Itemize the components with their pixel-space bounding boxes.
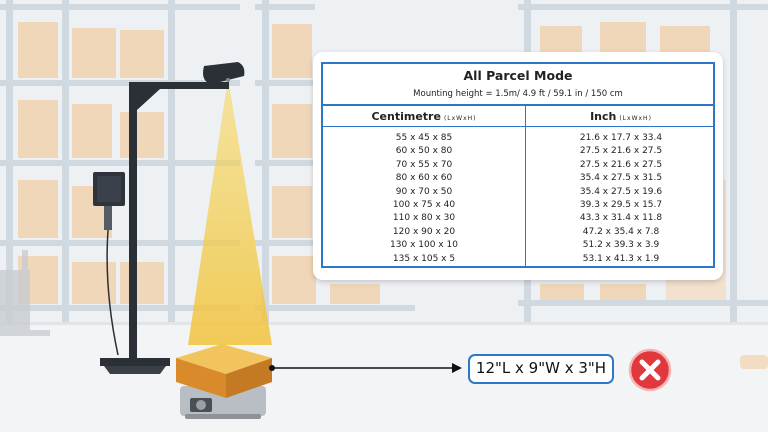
divider xyxy=(323,126,713,127)
table-cell-inch: 51.2 x 39.3 x 3.9 xyxy=(582,240,660,251)
arrow-pointer xyxy=(269,363,462,373)
table-cell-cm: 60 x 50 x 80 xyxy=(395,146,453,157)
table-cell-cm: 90 x 70 x 50 xyxy=(395,186,453,197)
inch-column: 21.6 x 17.7 x 33.4 27.5 x 21.6 x 27.5 27… xyxy=(527,132,715,266)
parcel-box xyxy=(176,344,272,398)
table-title: All Parcel Mode xyxy=(463,68,573,83)
column-header-dims: (LxWxH) xyxy=(619,115,652,122)
parcel-size-label: 12"L x 9"W x 3"H xyxy=(468,354,614,384)
table-cell-cm: 70 x 55 x 70 xyxy=(395,159,453,170)
centimetre-column: 55 x 45 x 85 60 x 50 x 80 70 x 55 x 70 8… xyxy=(323,132,525,266)
red-x-circle-icon xyxy=(628,348,672,392)
table-cell-cm: 135 x 105 x 5 xyxy=(392,253,456,264)
table-cell-inch: 35.4 x 27.5 x 31.5 xyxy=(579,173,663,184)
table-cell-inch: 21.6 x 17.7 x 33.4 xyxy=(579,133,663,143)
size-spec-table: All Parcel Mode Mounting height = 1.5m/ … xyxy=(321,62,715,268)
table-cell-inch: 27.5 x 21.6 x 27.5 xyxy=(579,159,663,170)
table-cell-cm: 130 x 100 x 10 xyxy=(390,240,458,251)
table-subtitle: Mounting height = 1.5m/ 4.9 ft / 59.1 in… xyxy=(413,89,623,99)
column-header-inch: Inch(LxWxH) xyxy=(527,110,715,123)
column-divider xyxy=(525,104,526,268)
table-cell-inch: 53.1 x 41.3 x 1.9 xyxy=(582,253,660,264)
column-header-dims: (LxWxH) xyxy=(443,115,477,122)
column-header-label: Centimetre xyxy=(371,110,441,123)
table-cell-inch: 47.2 x 35.4 x 7.8 xyxy=(582,226,660,237)
divider xyxy=(323,104,713,106)
table-cell-inch: 43.3 x 31.4 x 11.8 xyxy=(579,213,663,224)
column-header-centimetre: Centimetre(LxWxH) xyxy=(323,110,525,123)
column-header-label: Inch xyxy=(590,110,617,123)
scan-beam xyxy=(188,78,272,345)
table-cell-cm: 55 x 45 x 85 xyxy=(395,133,453,143)
table-cell-inch: 35.4 x 27.5 x 19.6 xyxy=(579,186,663,197)
table-cell-inch: 27.5 x 21.6 x 27.5 xyxy=(579,146,663,157)
dimensioner-stand xyxy=(93,62,245,374)
table-cell-cm: 110 x 80 x 30 xyxy=(392,213,456,224)
table-cell-cm: 120 x 90 x 20 xyxy=(392,226,456,237)
table-cell-inch: 39.3 x 29.5 x 15.7 xyxy=(579,199,663,210)
table-cell-cm: 80 x 60 x 60 xyxy=(395,173,453,184)
size-spec-card: All Parcel Mode Mounting height = 1.5m/ … xyxy=(313,52,723,280)
table-cell-cm: 100 x 75 x 40 xyxy=(392,199,456,210)
weighing-scale xyxy=(180,386,266,419)
